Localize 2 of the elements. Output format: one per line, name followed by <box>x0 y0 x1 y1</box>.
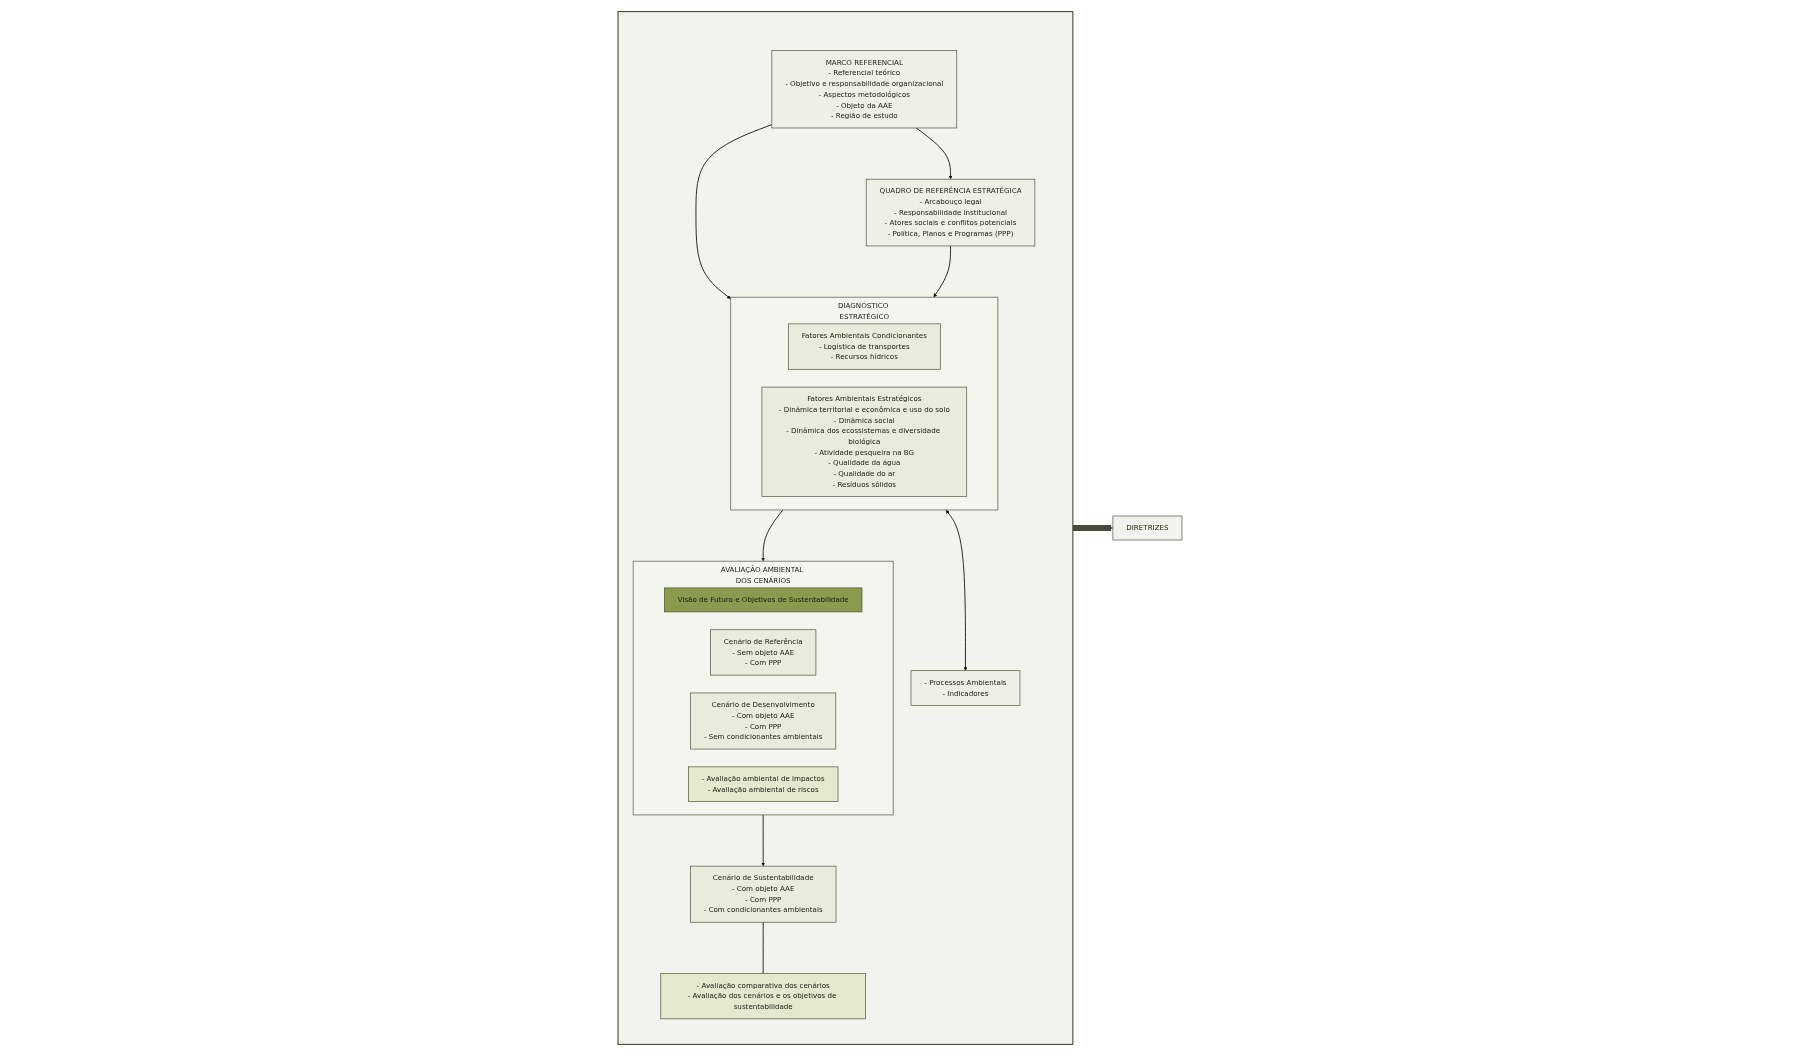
arrow <box>1072 524 1114 532</box>
cluster <box>617 11 1074 1045</box>
